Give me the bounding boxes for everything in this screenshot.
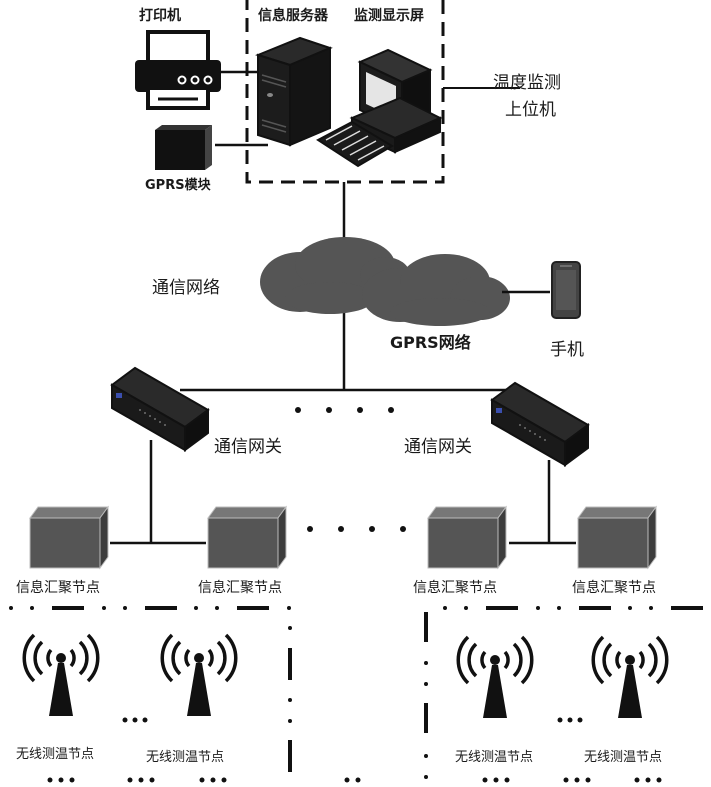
cube-node-icon (207, 505, 287, 570)
radio-antenna-tower-icon (160, 633, 238, 716)
wireless-node-label: 无线测温节点 (146, 750, 225, 765)
gateway-router-icon (110, 366, 210, 452)
keyboard-icon (316, 120, 394, 168)
wireless-node-ellipsis (122, 717, 583, 723)
server-label: 信息服务器 (258, 8, 328, 24)
printer-label: 打印机 (139, 8, 181, 24)
radio-antenna-tower-icon (591, 635, 669, 718)
smartphone-icon (551, 261, 581, 319)
radio-antenna-tower-icon (22, 633, 100, 716)
aggregation-node-label: 信息汇聚节点 (413, 580, 497, 596)
cube-node-icon (29, 505, 109, 570)
phone-label: 手机 (550, 340, 584, 360)
cluster-boundary-left (9, 606, 292, 772)
aggregation-node-label: 信息汇聚节点 (572, 580, 656, 596)
wireless-node-label: 无线测温节点 (584, 750, 663, 765)
cube-node-icon (427, 505, 507, 570)
cluster-boundary-right (424, 606, 703, 779)
comm-network-label: 通信网络 (152, 278, 220, 298)
wireless-node-label: 无线测温节点 (16, 747, 95, 762)
gateway-label: 通信网关 (404, 437, 472, 457)
aggregation-ellipsis (307, 526, 406, 532)
aggregation-node-label: 信息汇聚节点 (198, 580, 282, 596)
printer-icon (135, 30, 221, 110)
cube-node-icon (577, 505, 657, 570)
crt-monitor-computer-icon (349, 48, 443, 154)
aggregation-node-label: 信息汇聚节点 (16, 580, 100, 596)
host-title-line1: 温度监测 (493, 73, 561, 93)
wireless-node-label: 无线测温节点 (455, 750, 534, 765)
monitor-label: 监测显示屏 (354, 8, 424, 24)
bottom-ellipsis-row (47, 777, 662, 783)
radio-antenna-tower-icon (456, 635, 534, 718)
upper-host-boundary (245, 0, 445, 184)
gprs-network-label: GPRS网络 (390, 333, 471, 352)
gateway-label: 通信网关 (214, 437, 282, 457)
gprs-module-label: GPRS模块 (145, 178, 211, 193)
gateway-ellipsis (295, 407, 394, 413)
gprs-module-box-icon (155, 125, 212, 170)
server-tower-icon (255, 36, 333, 147)
host-title-line2: 上位机 (505, 100, 556, 120)
gateway-router-icon (490, 381, 590, 467)
gprs-cloud-icon (362, 254, 510, 326)
